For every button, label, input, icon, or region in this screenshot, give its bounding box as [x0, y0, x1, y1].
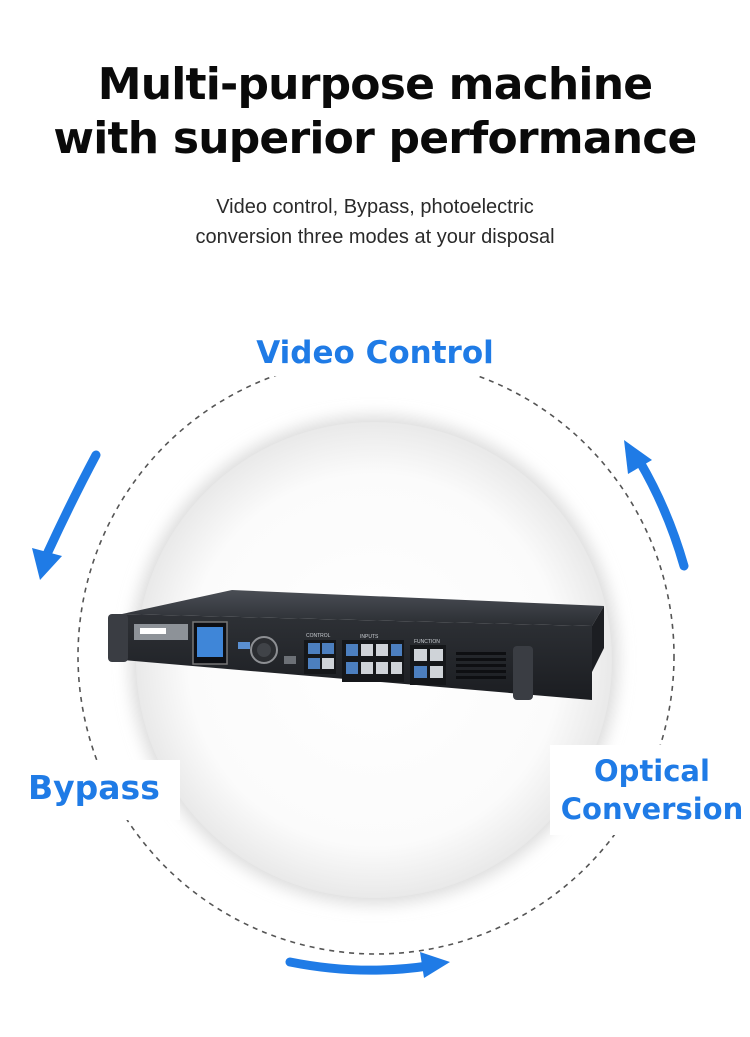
headline-line-2: with superior performance [53, 113, 697, 164]
inputs-section-label: INPUTS [360, 634, 379, 640]
control-section-label: CONTROL [306, 633, 331, 639]
subtitle-line-1: Video control, Bypass, photoelectric [216, 196, 534, 218]
mode-label-bypass: Bypass [28, 768, 160, 807]
arrow-top-left-icon [32, 450, 101, 580]
optical-line-2: Conversion [560, 792, 744, 826]
headline-line-1: Multi-purpose machine [97, 59, 653, 110]
page-headline: Multi-purpose machine with superior perf… [0, 58, 750, 166]
mode-label-optical-conversion: Optical Conversion [560, 752, 744, 828]
function-section-label: FUNCTION [414, 639, 440, 645]
optical-line-1: Optical [594, 754, 710, 788]
rack-device: CONTROL INPUTS FUNCTION [108, 590, 604, 700]
page-subtitle: Video control, Bypass, photoelectric con… [0, 192, 750, 252]
modes-diagram: CONTROL INPUTS FUNCTION [20, 330, 750, 978]
mode-label-video-control: Video Control [256, 335, 494, 371]
arrow-right-up-icon [624, 440, 689, 571]
subtitle-line-2: conversion three modes at your disposal [195, 226, 555, 248]
arrow-bottom-icon [285, 952, 450, 978]
